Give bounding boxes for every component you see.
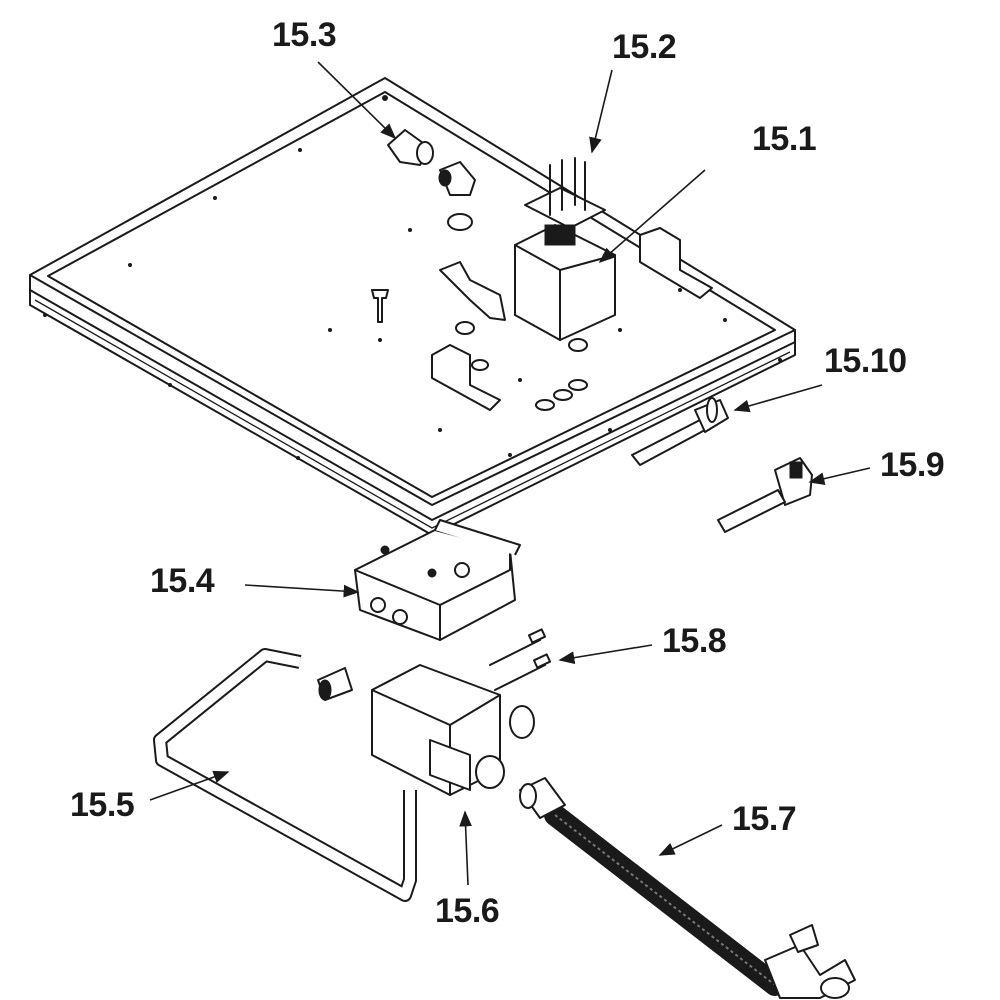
label-15-2: 15.2 xyxy=(612,28,677,66)
part-15-4-bracket xyxy=(354,519,521,641)
part-15-3-fitting xyxy=(387,129,476,196)
label-15-1: 15.1 xyxy=(752,120,817,158)
leader-arrows xyxy=(149,61,871,886)
label-15-9: 15.9 xyxy=(880,446,945,484)
label-15-4: 15.4 xyxy=(150,562,215,600)
part-15-6-gas-valve xyxy=(317,664,535,796)
label-15-5: 15.5 xyxy=(70,786,135,824)
part-15-1-pilot-assembly xyxy=(439,213,616,341)
part-15-2-electrode xyxy=(524,157,606,246)
part-15-8-wire-connectors xyxy=(489,628,552,691)
part-15-7-flex-hose xyxy=(519,777,856,999)
label-15-8: 15.8 xyxy=(662,622,727,660)
label-15-3: 15.3 xyxy=(272,16,337,54)
part-15-5-pilot-tube xyxy=(153,648,417,902)
label-15-10: 15.10 xyxy=(824,342,907,380)
label-15-6: 15.6 xyxy=(435,892,500,930)
label-15-7: 15.7 xyxy=(732,800,797,838)
part-15-9-switch xyxy=(717,457,813,533)
part-15-10-thermocouple xyxy=(631,397,729,466)
